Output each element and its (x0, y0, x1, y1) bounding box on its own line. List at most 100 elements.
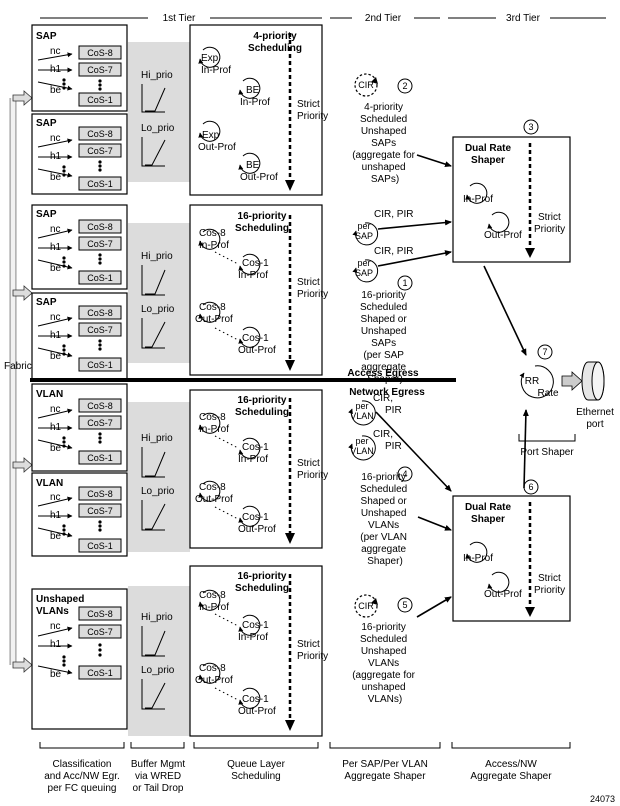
svg-text:CoS-1: CoS-1 (87, 179, 113, 189)
svg-text:CoS-8: CoS-8 (87, 222, 113, 232)
svg-text:be: be (50, 263, 62, 274)
svg-text:7: 7 (542, 347, 547, 357)
svg-text:PIR: PIR (385, 405, 402, 416)
svg-text:Cos-8: Cos-8 (199, 412, 226, 423)
svg-text:CoS-7: CoS-7 (87, 146, 113, 156)
svg-text:CoS-1: CoS-1 (87, 360, 113, 370)
svg-text:VLAN: VLAN (350, 411, 374, 421)
svg-text:CoS-7: CoS-7 (87, 418, 113, 428)
svg-text:Cos-1: Cos-1 (242, 694, 269, 705)
svg-text:CoS-1: CoS-1 (87, 273, 113, 283)
svg-text:Rate: Rate (537, 388, 559, 399)
svg-text:16-priority: 16-priority (238, 571, 287, 582)
svg-text:RR: RR (525, 376, 539, 387)
svg-text:Exp: Exp (202, 130, 220, 141)
svg-text:SAP: SAP (355, 231, 373, 241)
svg-text:VLANs: VLANs (36, 606, 69, 617)
svg-text:CIR: CIR (358, 80, 374, 90)
svg-text:Cos-1: Cos-1 (242, 620, 269, 631)
svg-text:CIR,: CIR, (373, 429, 393, 440)
svg-text:Scheduling: Scheduling (248, 43, 302, 54)
tier-3-label: 3rd Tier (506, 13, 541, 24)
queue-groups: SAP nc h1 be CoS-8 CoS-7 CoS-1 SAP nc h1… (31, 24, 128, 730)
svg-text:Cos-1: Cos-1 (242, 258, 269, 269)
tier2-text-c: 16-priority Scheduled Shaped or Unshaped… (360, 472, 410, 567)
svg-text:Priority: Priority (534, 224, 565, 235)
svg-text:Unshaped: Unshaped (36, 594, 84, 605)
svg-text:PIR: PIR (385, 441, 402, 452)
svg-text:Dual Rate: Dual Rate (465, 143, 512, 154)
svg-text:CoS-1: CoS-1 (87, 668, 113, 678)
svg-text:Lo_prio: Lo_prio (141, 486, 175, 497)
svg-text:Shaper: Shaper (471, 514, 505, 525)
svg-text:Out-Prof: Out-Prof (195, 314, 233, 325)
tier2-per-sap: per SAP CIR, PIR per SAP CIR, PIR 1 16-p… (352, 209, 413, 385)
tier-header-3: 3rd Tier (448, 13, 606, 24)
svg-text:Cos-8: Cos-8 (199, 228, 226, 239)
lo-prio-label: Lo_prio (141, 123, 175, 134)
tier2-text-b: 16-priority Scheduled Shaped or Unshaped… (360, 290, 410, 385)
svg-text:SAP: SAP (36, 118, 57, 129)
svg-text:Lo_prio: Lo_prio (141, 665, 175, 676)
svg-text:Out-Prof: Out-Prof (195, 494, 233, 505)
svg-text:CIR,: CIR, (373, 393, 393, 404)
tier2-text-d: 16-priority Scheduled Unshaped VLANs (ag… (352, 622, 418, 705)
svg-text:6: 6 (528, 482, 533, 492)
svg-text:nc: nc (50, 621, 61, 632)
svg-text:1: 1 (402, 278, 407, 288)
svg-text:CoS-8: CoS-8 (87, 48, 113, 58)
hi-prio-label: Hi_prio (141, 70, 173, 81)
wred-column (128, 42, 190, 736)
tier-2-label: 2nd Tier (365, 13, 402, 24)
svg-text:VLAN: VLAN (350, 446, 374, 456)
svg-text:In-Prof: In-Prof (199, 240, 229, 251)
svg-text:Shaper: Shaper (471, 155, 505, 166)
scheduler-16-priority-vlan: 16-priority Scheduling Strict Priority C… (189, 389, 328, 549)
svg-text:CIR, PIR: CIR, PIR (374, 209, 413, 220)
svg-text:Scheduling: Scheduling (235, 223, 289, 234)
svg-text:be: be (50, 172, 62, 183)
port-shaper: 7 RR Rate Port Shaper (518, 344, 576, 458)
svg-text:Out-Prof: Out-Prof (484, 230, 522, 241)
svg-text:CoS-7: CoS-7 (87, 627, 113, 637)
svg-text:nc: nc (50, 492, 61, 503)
svg-text:h1: h1 (50, 639, 62, 650)
svg-text:Hi_prio: Hi_prio (141, 612, 173, 623)
svg-text:Strict: Strict (297, 99, 320, 110)
svg-text:Strict: Strict (297, 639, 320, 650)
fabric-label: Fabric (4, 361, 32, 372)
svg-text:Strict: Strict (297, 458, 320, 469)
svg-text:Cos-8: Cos-8 (199, 590, 226, 601)
svg-text:per: per (357, 221, 370, 231)
svg-text:VLAN: VLAN (36, 389, 63, 400)
tier-header-2: 2nd Tier (330, 13, 440, 24)
svg-text:Out-Prof: Out-Prof (484, 589, 522, 600)
access-egress-label: Access Egress (347, 368, 419, 379)
svg-text:CoS-7: CoS-7 (87, 65, 113, 75)
svg-text:CoS-8: CoS-8 (87, 489, 113, 499)
svg-text:In-Prof: In-Prof (238, 270, 268, 281)
svg-text:CoS-1: CoS-1 (87, 453, 113, 463)
svg-text:Out-Prof: Out-Prof (240, 172, 278, 183)
connection-arrows (375, 154, 529, 618)
svg-text:CoS-8: CoS-8 (87, 609, 113, 619)
svg-text:CoS-1: CoS-1 (87, 95, 113, 105)
dual-rate-shaper-network: 6 Dual Rate Shaper Strict Priority In-Pr… (452, 479, 571, 622)
svg-text:Cos-8: Cos-8 (199, 302, 226, 313)
svg-text:Out-Prof: Out-Prof (238, 706, 276, 717)
svg-text:VLAN: VLAN (36, 478, 63, 489)
svg-text:Cos-1: Cos-1 (242, 512, 269, 523)
svg-text:be: be (50, 351, 62, 362)
svg-text:be: be (50, 669, 62, 680)
svg-text:CoS-8: CoS-8 (87, 401, 113, 411)
scheduler-16-priority-unshaped: 16-priority Scheduling Strict Priority C… (189, 565, 328, 737)
svg-text:Strict: Strict (297, 277, 320, 288)
svg-text:nc: nc (50, 224, 61, 235)
svg-text:CoS-7: CoS-7 (87, 325, 113, 335)
svg-text:5: 5 (402, 600, 407, 610)
svg-text:CIR, PIR: CIR, PIR (374, 246, 413, 257)
